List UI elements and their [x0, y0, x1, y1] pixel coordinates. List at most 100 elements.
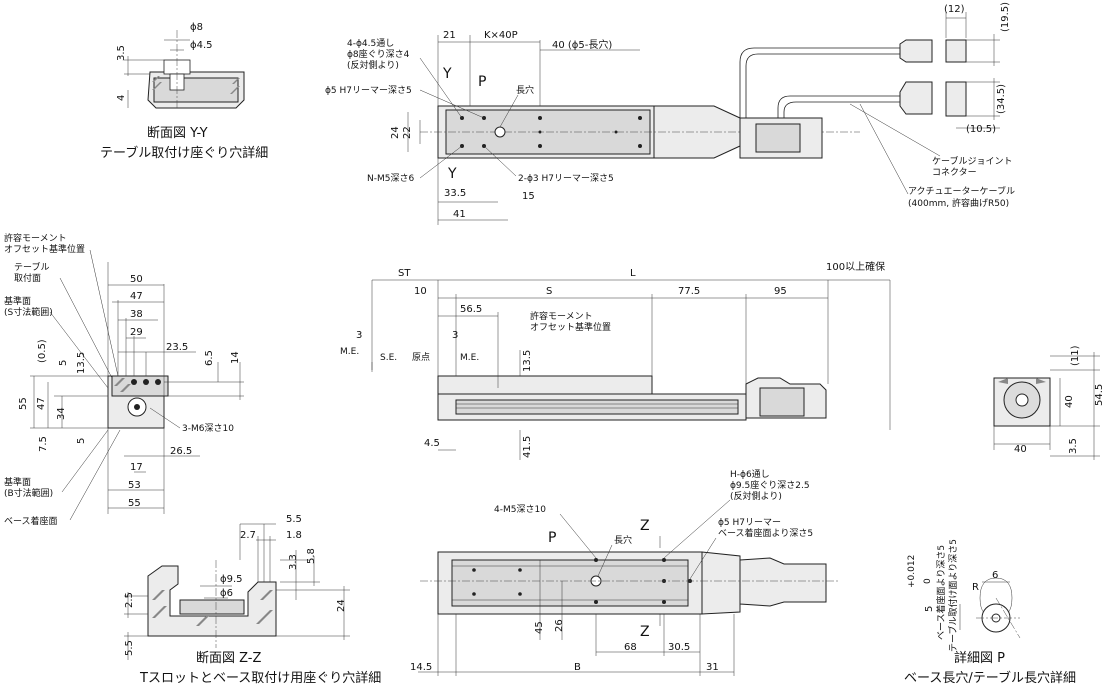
- dp-tol-value: 5: [924, 606, 935, 612]
- zz-dim-25: 2.5: [124, 592, 135, 608]
- ls-dim-14: 14: [230, 351, 241, 364]
- dp-dim-6: 6: [992, 570, 998, 581]
- zz-dim-58: 5.8: [306, 548, 317, 564]
- bv-dim-145: 14.5: [410, 662, 432, 673]
- yy-dim-phi45: ϕ4.5: [190, 40, 213, 51]
- ls-dim-55-v: 55: [18, 397, 29, 410]
- zz-dim-phi95: ϕ9.5: [220, 574, 243, 585]
- ls-dim-50: 50: [130, 274, 143, 285]
- ls-label-ref-1: 基準面: [4, 295, 31, 307]
- yy-dim-phi8: ϕ8: [190, 22, 203, 33]
- zz-dim-55-bottom: 5.5: [124, 640, 135, 656]
- ls-dim-17: 17: [130, 462, 143, 473]
- sv-dim-3b: 3: [452, 330, 458, 341]
- cable-assembly: (12) (19.5) (34.5) (10.5) ケーブルジョイント コネクタ…: [739, 2, 1015, 209]
- top-note-reamer2: 2-ϕ3 H7リーマー深さ5: [518, 173, 614, 184]
- ls-dim-5b: 5: [76, 438, 87, 444]
- top-dim-41: 41: [453, 209, 466, 220]
- bv-label-z-bottom: Z: [640, 624, 650, 640]
- ls-dim-135: 13.5: [76, 352, 87, 374]
- top-view: 21 K×40P 40 (ϕ5-長穴) 24 22 33.5 41 15 Y Y…: [325, 30, 860, 225]
- zz-dim-33: 3.3: [288, 554, 299, 570]
- top-label-y-bottom: Y: [447, 166, 457, 182]
- zz-subcaption: Tスロットとベース取付け用座ぐり穴詳細: [139, 670, 381, 686]
- zz-dim-phi6: ϕ6: [220, 588, 233, 599]
- detail-p-view: 6 R 5 +0.012 0 ベース着座面より深さ5 テーブル取付け面より深さ5…: [904, 539, 1076, 686]
- dp-caption: 詳細図 P: [954, 650, 1005, 666]
- ls-dim-29: 29: [130, 327, 143, 338]
- top-dim-335: 33.5: [444, 188, 466, 199]
- bottom-view: 14.5 B 31 68 30.5 45 26 Z Z P 4-M5深さ10 長…: [410, 469, 840, 676]
- cable-connector-label-2: コネクター: [932, 167, 977, 178]
- dp-tolerance: +0.012: [907, 555, 917, 588]
- ls-dim-05: (0.5): [37, 339, 48, 363]
- ls-dim-47: 47: [130, 291, 143, 302]
- zz-caption: 断面図 Z-Z: [196, 651, 262, 666]
- sv-dim-s: S: [546, 286, 552, 297]
- yy-subcaption: テーブル取付け座ぐり穴詳細: [100, 145, 268, 161]
- ls-dim-5a: 5: [58, 360, 69, 366]
- sv-label-moment-1: 許容モーメント: [530, 310, 593, 322]
- sv-label-origin: 原点: [412, 352, 430, 363]
- ls-label-table-1: テーブル: [14, 261, 49, 273]
- ev-dim-545: 54.5: [1094, 384, 1105, 406]
- top-note-counterbore: ϕ8座ぐり深さ4: [347, 48, 410, 60]
- dp-dim-r: R: [972, 582, 979, 593]
- bv-dim-305: 30.5: [668, 642, 690, 653]
- sv-dim-95: 95: [774, 286, 787, 297]
- sv-dim-775: 77.5: [678, 286, 700, 297]
- top-note-opposite: (反対側より): [347, 59, 399, 71]
- sv-label-moment-2: オフセット基準位置: [530, 321, 611, 333]
- bv-note-holes: H-ϕ6通し: [730, 469, 770, 480]
- ls-dim-47-v: 47: [36, 397, 47, 410]
- top-note-slot: 長穴: [516, 84, 534, 96]
- sv-dim-45: 4.5: [424, 438, 440, 449]
- zz-dim-55-top: 5.5: [286, 514, 302, 525]
- bv-note-counterbore: ϕ9.5座ぐり深さ2.5: [730, 479, 810, 491]
- sv-label-me-right: M.E.: [460, 353, 479, 363]
- bv-label-p: P: [548, 530, 556, 546]
- ev-dim-40-v: 40: [1064, 395, 1075, 408]
- top-dim-kx40p: K×40P: [484, 30, 518, 41]
- top-note-tap: N-M5深さ6: [367, 173, 414, 184]
- end-view: (11) 54.5 40 40 3.5: [993, 345, 1105, 460]
- top-dim-40-slot: 40 (ϕ5-長穴): [552, 38, 612, 51]
- dp-vertical-2: テーブル取付け面より深さ5: [947, 539, 959, 652]
- bv-dim-b: B: [574, 662, 581, 673]
- cable-connector-label-1: ケーブルジョイント: [932, 155, 1012, 167]
- bv-dim-68: 68: [624, 642, 637, 653]
- sv-dim-415: 41.5: [522, 436, 533, 458]
- zz-dim-24: 24: [336, 599, 347, 612]
- bv-note-reamer-depth: ベース着座面より深さ5: [718, 527, 813, 539]
- top-note-holes: 4-ϕ4.5通し: [347, 38, 394, 49]
- zz-dim-27: 2.7: [240, 530, 256, 541]
- ls-label-refb-2: (B寸法範囲): [4, 487, 53, 499]
- top-dim-21: 21: [443, 30, 456, 41]
- cable-actuator-label: アクチュエーターケーブル: [908, 185, 1015, 197]
- ev-dim-11: (11): [1070, 345, 1081, 366]
- ls-label-moment-1: 許容モーメント: [4, 232, 67, 244]
- bv-note-reamer: ϕ5 H7リーマー: [718, 518, 781, 528]
- ls-dim-38: 38: [130, 309, 143, 320]
- sv-dim-st: ST: [398, 268, 411, 279]
- bv-label-z-top: Z: [640, 518, 650, 534]
- dp-subcaption: ベース長穴/テーブル長穴詳細: [904, 670, 1076, 686]
- bv-dim-26: 26: [554, 619, 565, 632]
- sv-label-se: S.E.: [380, 353, 397, 363]
- ls-label-table-2: 取付面: [14, 273, 41, 284]
- dp-vertical-1: ベース着座面より深さ5: [935, 545, 947, 640]
- bv-dim-45: 45: [534, 621, 545, 634]
- ls-label-ref-2: (S寸法範囲): [4, 306, 53, 318]
- ls-label-tap: 3-M6深さ10: [182, 423, 234, 434]
- ls-dim-65: 6.5: [204, 350, 215, 366]
- ev-dim-35: 3.5: [1068, 438, 1079, 454]
- top-dim-22: 22: [402, 126, 413, 139]
- ls-label-moment-2: オフセット基準位置: [4, 243, 85, 255]
- ls-dim-265: 26.5: [170, 446, 192, 457]
- sv-dim-3a: 3: [356, 330, 362, 341]
- sv-dim-l: L: [630, 268, 636, 279]
- zz-dim-18: 1.8: [286, 530, 302, 541]
- cable-dim-12: (12): [944, 4, 965, 15]
- ls-dim-75: 7.5: [38, 436, 49, 452]
